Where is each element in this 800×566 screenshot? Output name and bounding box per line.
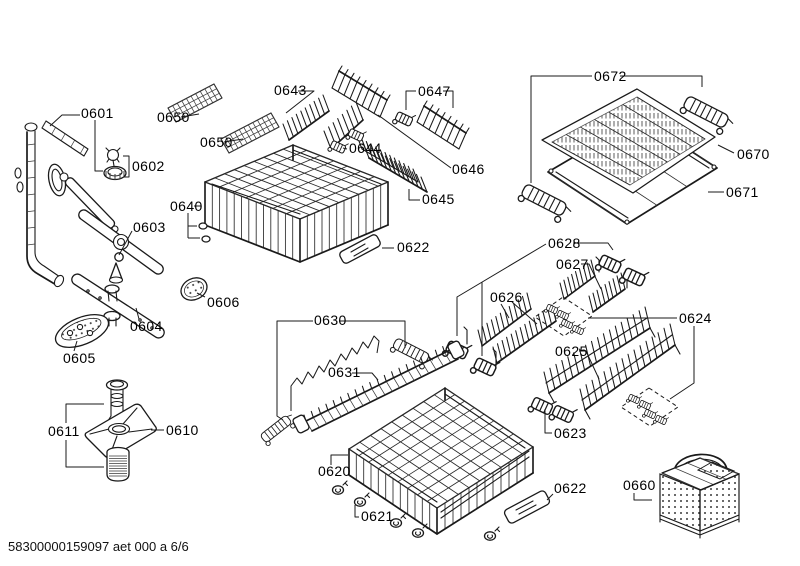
callout-0606-label: 0606 bbox=[207, 294, 240, 310]
callout-0627-label: 0627 bbox=[556, 256, 589, 272]
callout-0628: 0628 bbox=[456, 235, 614, 356]
tine-pivot-pins bbox=[463, 256, 628, 367]
callout-0672: 0672 bbox=[530, 68, 703, 183]
callout-0640-label: 0640 bbox=[170, 198, 203, 214]
upper-rack bbox=[198, 144, 389, 263]
callout-0626: 0626 bbox=[490, 289, 538, 325]
water-inlet-frame bbox=[14, 122, 65, 288]
callout-0622b: 0622 bbox=[546, 480, 587, 501]
glass-holder-wire-0630 bbox=[290, 335, 380, 411]
lower-rack bbox=[348, 387, 534, 535]
impeller-0602-part bbox=[103, 147, 127, 181]
callout-0645-label: 0645 bbox=[422, 191, 455, 207]
callout-0626-label: 0626 bbox=[490, 289, 523, 305]
callout-0623-label: 0623 bbox=[554, 425, 587, 441]
callout-0671-label: 0671 bbox=[726, 184, 759, 200]
callout-0611-label: 0611 bbox=[48, 423, 80, 439]
callout-0670: 0670 bbox=[717, 144, 770, 162]
callout-0670-label: 0670 bbox=[737, 146, 770, 162]
tine-row-0626b bbox=[492, 304, 557, 364]
callout-0604-label: 0604 bbox=[130, 318, 163, 334]
tine-row-0627-left bbox=[559, 259, 596, 300]
callout-0645: 0645 bbox=[408, 189, 455, 207]
tine-row-0646 bbox=[331, 65, 391, 118]
folding-rack-0631 bbox=[292, 340, 465, 434]
callout-0605-label: 0605 bbox=[63, 350, 96, 366]
callout-0601-label: 0601 bbox=[81, 105, 114, 121]
callout-0631-label: 0631 bbox=[328, 364, 361, 380]
callout-0650a-label: 0650 bbox=[157, 109, 190, 125]
mounting-strip bbox=[41, 120, 89, 157]
tine-row-0647 bbox=[416, 100, 470, 150]
callout-0650b-label: 0650 bbox=[200, 134, 233, 150]
callout-0606: 0606 bbox=[196, 292, 240, 310]
callout-0631: 0631 bbox=[328, 364, 379, 381]
filter-assembly bbox=[84, 379, 157, 482]
basket-trim-0622a bbox=[339, 234, 381, 264]
callout-0603: 0603 bbox=[118, 219, 166, 256]
tine-row-0625b bbox=[579, 323, 681, 420]
tine-row-0626a bbox=[477, 292, 532, 347]
feed-arm bbox=[47, 163, 119, 233]
callout-0643: 0643 bbox=[274, 82, 315, 114]
basket-trim-0622b bbox=[503, 490, 551, 524]
callout-0630: 0630 bbox=[276, 312, 406, 421]
callout-0650b: 0650 bbox=[200, 134, 244, 150]
callout-0605: 0605 bbox=[63, 340, 96, 366]
callout-0610-label: 0610 bbox=[166, 422, 199, 438]
callout-0644-label: 0644 bbox=[349, 140, 382, 156]
callout-0625-label: 0625 bbox=[555, 343, 588, 359]
callout-0623: 0623 bbox=[544, 409, 587, 441]
callout-0628-label: 0628 bbox=[548, 235, 581, 251]
callout-0622a: 0622 bbox=[382, 239, 430, 255]
callout-0611: 0611 bbox=[48, 403, 104, 468]
callout-0604: 0604 bbox=[130, 307, 163, 334]
callout-0640: 0640 bbox=[170, 198, 203, 239]
callout-0660-label: 0660 bbox=[623, 477, 656, 493]
callout-0620: 0620 bbox=[318, 454, 351, 479]
callout-0643-label: 0643 bbox=[274, 82, 307, 98]
callout-0625: 0625 bbox=[555, 343, 600, 380]
callout-0621-label: 0621 bbox=[361, 508, 394, 524]
callout-0671: 0671 bbox=[708, 184, 759, 200]
callout-0621: 0621 bbox=[354, 505, 394, 524]
callout-0601: 0601 bbox=[49, 105, 114, 172]
callout-0647-label: 0647 bbox=[418, 83, 451, 99]
callout-0646: 0646 bbox=[377, 114, 485, 177]
tine-row-0627-right bbox=[588, 272, 626, 313]
callout-0630-label: 0630 bbox=[314, 312, 347, 328]
spray-arm-upper bbox=[78, 209, 164, 284]
cutlery-basket bbox=[659, 453, 740, 539]
rack-mat-1 bbox=[167, 83, 223, 123]
callout-0647: 0647 bbox=[405, 83, 454, 110]
tine-row-0625a bbox=[543, 306, 656, 403]
callout-0627: 0627 bbox=[556, 256, 602, 290]
callout-0602: 0602 bbox=[123, 155, 165, 178]
callout-0602-label: 0602 bbox=[132, 158, 165, 174]
callout-0624: 0624 bbox=[588, 310, 712, 400]
clip-kit-0624a bbox=[534, 296, 593, 339]
rack-mat-2 bbox=[220, 112, 280, 154]
callout-0620-label: 0620 bbox=[318, 463, 351, 479]
callout-0644: 0644 bbox=[342, 140, 382, 156]
clip-kit-0624b bbox=[620, 387, 679, 429]
tine-row-0643a bbox=[282, 94, 330, 141]
callout-0622a-label: 0622 bbox=[397, 239, 430, 255]
callout-0646-label: 0646 bbox=[452, 161, 485, 177]
document-number: 58300000159097 aet 000 a 6/6 bbox=[8, 539, 189, 554]
callout-0672-label: 0672 bbox=[594, 68, 627, 84]
tine-row-0645 bbox=[356, 135, 428, 193]
callout-0610: 0610 bbox=[151, 422, 199, 438]
callout-0624-label: 0624 bbox=[679, 310, 712, 326]
callout-0660: 0660 bbox=[623, 477, 656, 501]
spray-arm-cover bbox=[54, 314, 110, 348]
callout-0603-label: 0603 bbox=[133, 219, 166, 235]
cutlery-tray-0670 bbox=[541, 88, 716, 194]
callout-0622b-label: 0622 bbox=[554, 480, 587, 496]
callout-0650a: 0650 bbox=[157, 109, 200, 125]
